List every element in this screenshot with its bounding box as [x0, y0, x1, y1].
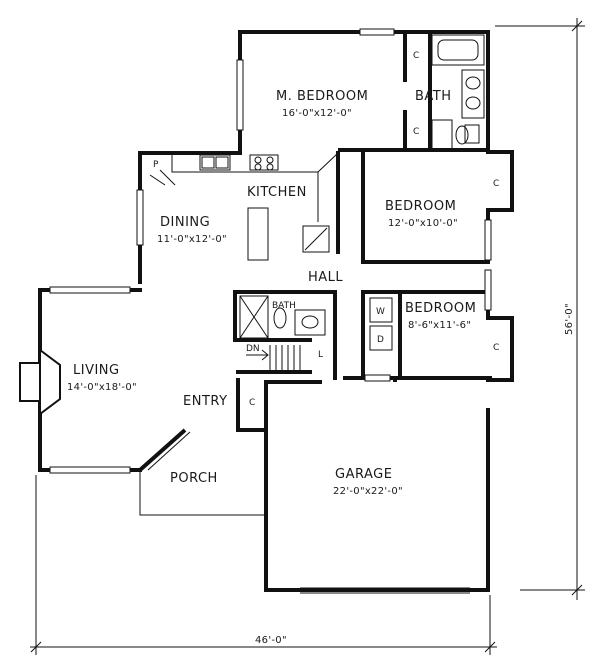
- stair-down-mark: DN: [246, 344, 260, 354]
- bedroom-3-name: BEDROOM: [405, 301, 476, 316]
- garage-door: [300, 587, 470, 594]
- dryer-mark: D: [377, 335, 384, 345]
- room-labels: M. BEDROOM 16'-0"x12'-0" BATH KITCHEN DI…: [67, 89, 476, 497]
- entry-name: ENTRY: [183, 394, 228, 409]
- master-bedroom-name: M. BEDROOM: [276, 89, 368, 104]
- bedroom-2-name: BEDROOM: [385, 199, 456, 214]
- overall-depth: 56'-0": [564, 303, 575, 335]
- fixture-marks: C C C C C P W D L DN: [153, 51, 499, 408]
- garage-size: 22'-0"x22'-0": [333, 486, 403, 497]
- dining-name: DINING: [160, 215, 210, 230]
- linen-mark: L: [318, 350, 323, 360]
- master-bath-name: BATH: [415, 89, 452, 104]
- windows: [49, 28, 492, 474]
- closet-mark: C: [413, 51, 419, 61]
- master-bedroom-size: 16'-0"x12'-0": [282, 108, 352, 119]
- pantry-mark: P: [153, 160, 159, 170]
- bedroom-3-size: 8'-6"x11'-6": [408, 320, 471, 331]
- laundry: [369, 297, 393, 351]
- closet-mark: C: [249, 398, 255, 408]
- bedroom-2-size: 12'-0"x10'-0": [388, 218, 458, 229]
- porch-angled-wall: [138, 428, 191, 472]
- stairs: [246, 345, 301, 370]
- closet-mark: C: [493, 343, 499, 353]
- dimension-lines: [30, 18, 585, 655]
- overall-width: 46'-0": [255, 635, 287, 646]
- hall-bath-fixtures: [239, 295, 326, 339]
- fireplace: [19, 348, 61, 416]
- dimension-text: 46'-0" 56'-0": [255, 303, 575, 646]
- hall-bath-name: BATH: [272, 301, 296, 311]
- refrigerator: [302, 225, 330, 253]
- porch-name: PORCH: [170, 471, 218, 486]
- living-size: 14'-0"x18'-0": [67, 382, 137, 393]
- garage-name: GARAGE: [335, 467, 392, 482]
- kitchen-fixtures: [149, 154, 330, 261]
- living-name: LIVING: [73, 363, 120, 378]
- closet-mark: C: [493, 179, 499, 189]
- interior-walls: [171, 30, 490, 432]
- washer-mark: W: [376, 307, 385, 317]
- hall-name: HALL: [308, 270, 343, 285]
- dining-size: 11'-0"x12'-0": [157, 234, 227, 245]
- closet-mark: C: [413, 127, 419, 137]
- kitchen-name: KITCHEN: [247, 185, 307, 200]
- kitchen-island: [247, 207, 269, 261]
- master-bath-fixtures: [431, 34, 485, 151]
